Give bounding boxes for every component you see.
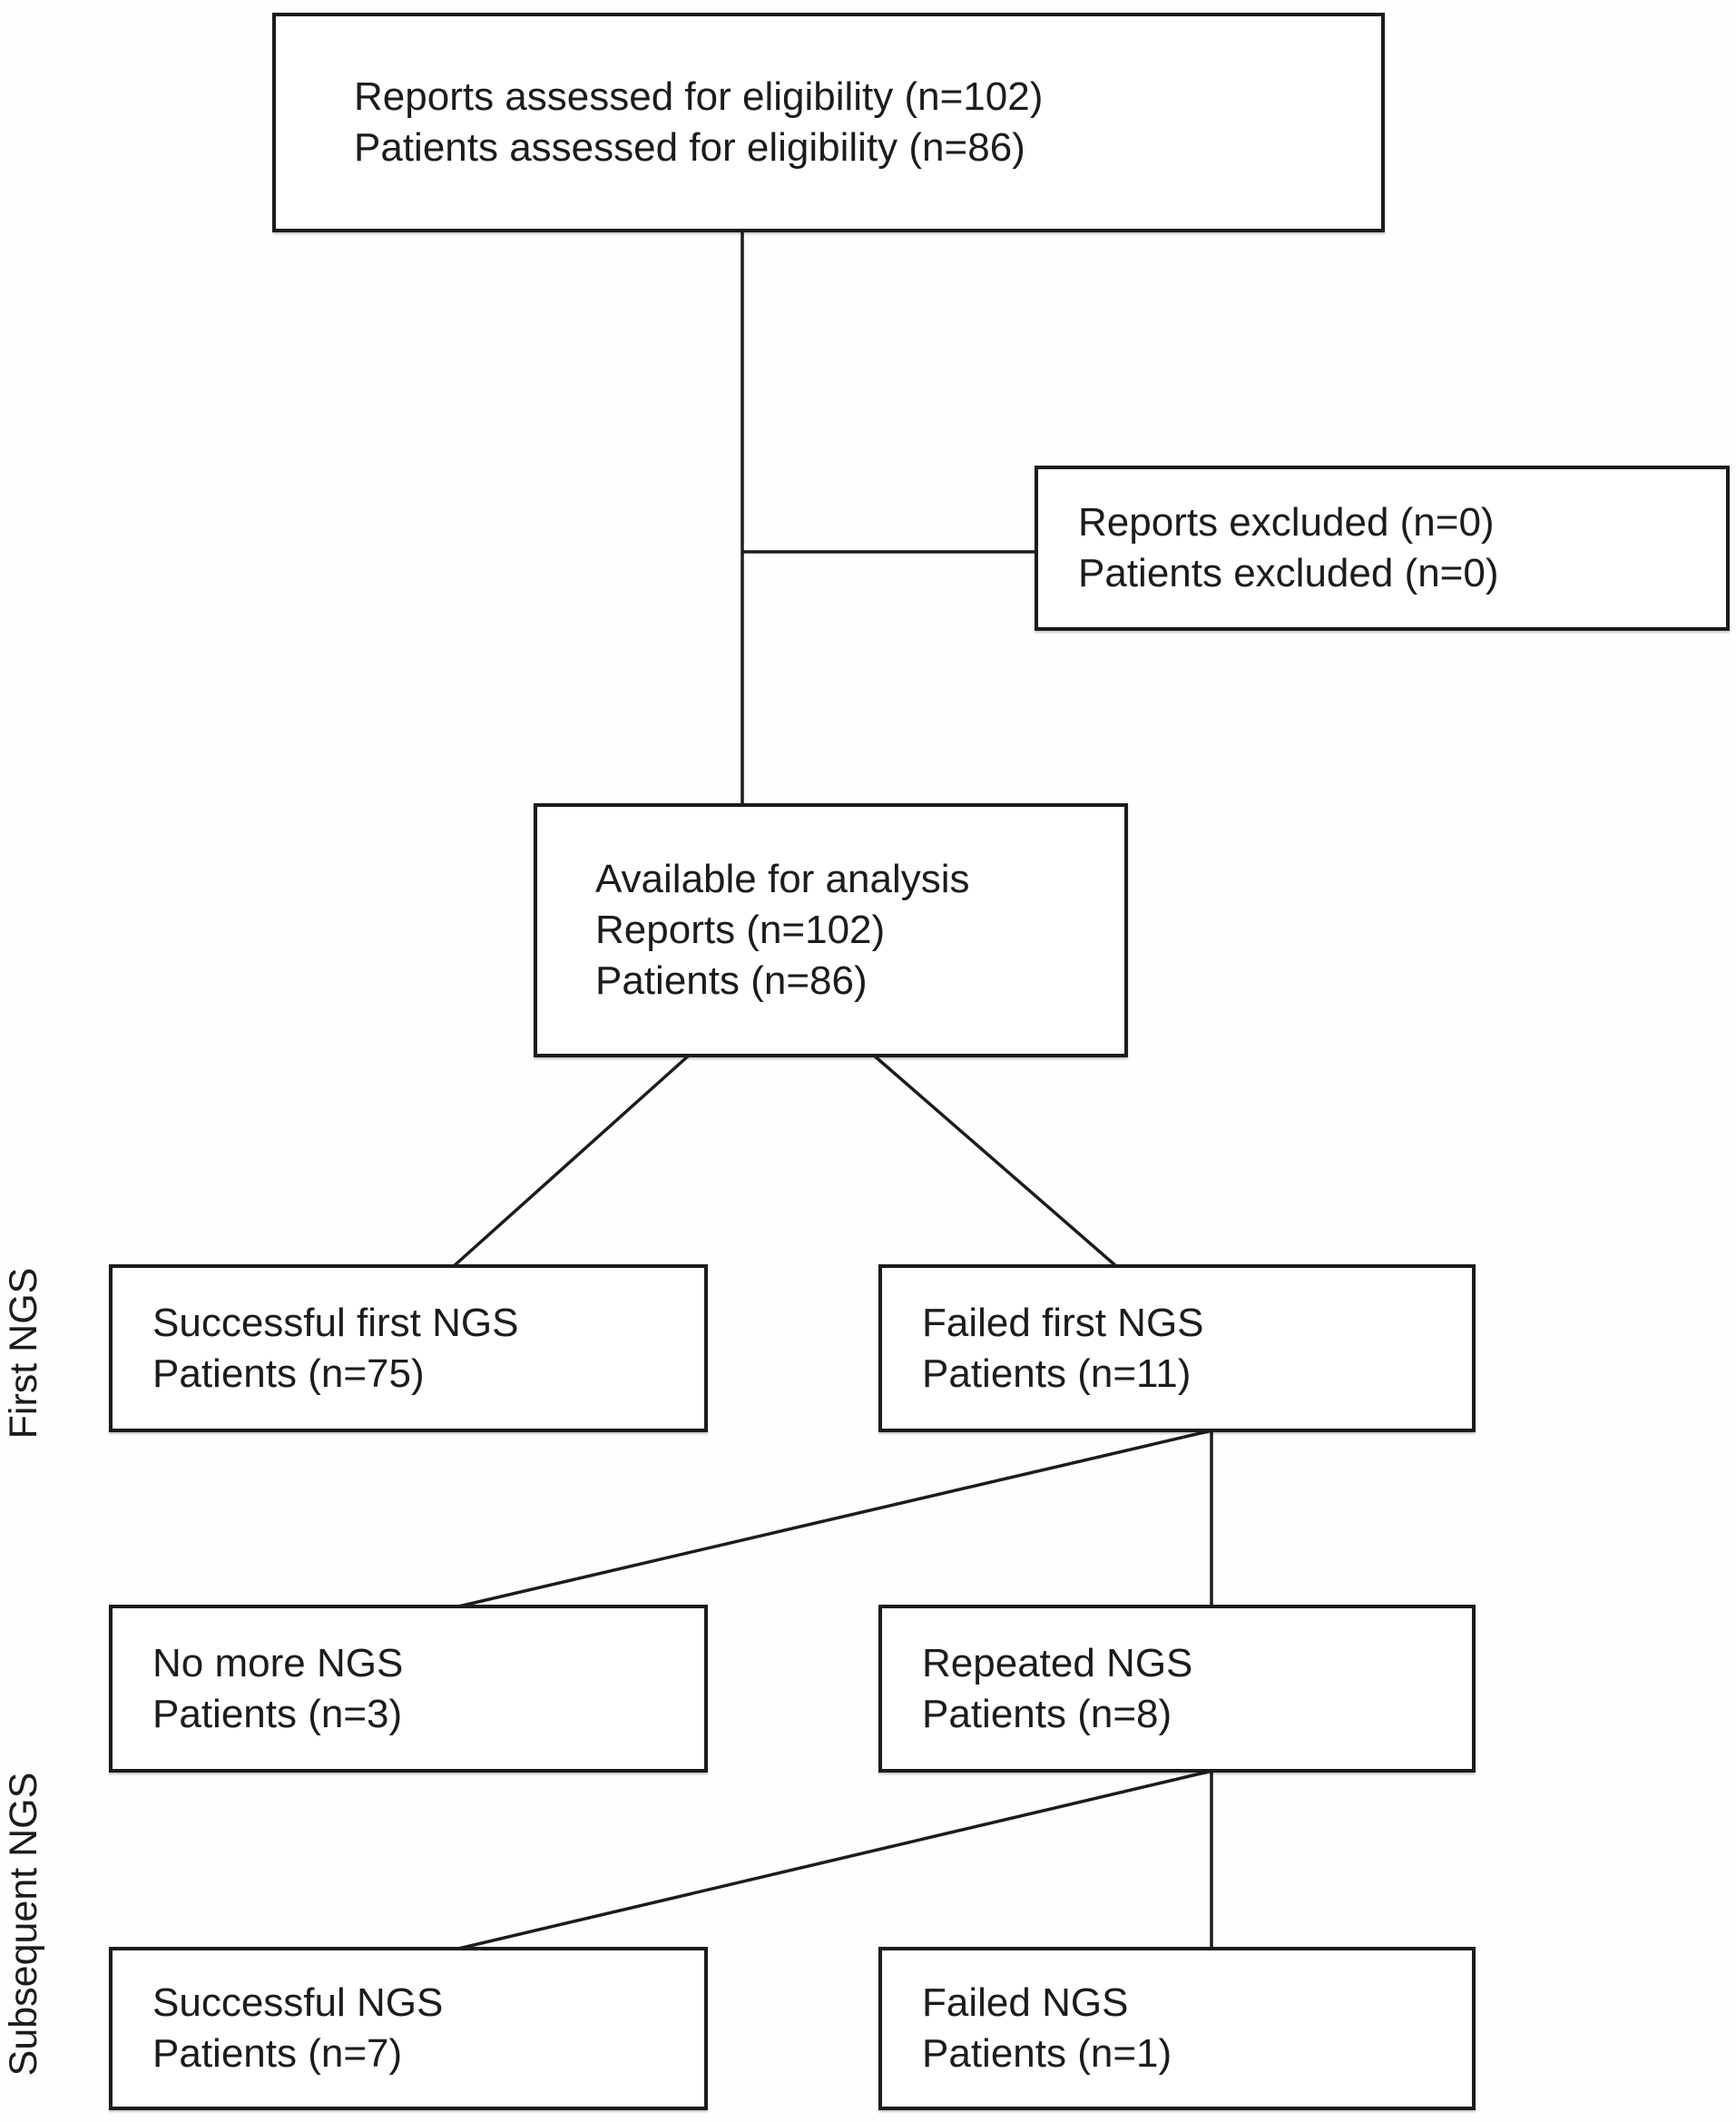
subsequent-ngs-row-label: Subsequent NGS xyxy=(1,1772,45,2077)
failed-subsequent-ngs-box: Failed NGS Patients (n=1) xyxy=(878,1947,1476,2110)
no-more-ngs-box: No more NGS Patients (n=3) xyxy=(109,1605,708,1773)
failed-first-line-title: Failed first NGS xyxy=(922,1300,1204,1345)
successful-subsequent-line-title: Successful NGS xyxy=(152,1980,444,2025)
no-more-line-patients: Patients (n=3) xyxy=(152,1691,403,1736)
failed-subsequent-line-patients: Patients (n=1) xyxy=(922,2031,1172,2076)
successful-first-line-patients: Patients (n=75) xyxy=(152,1351,425,1396)
failed-first-line-patients: Patients (n=11) xyxy=(922,1351,1192,1396)
assessed-box: Reports assessed for eligibility (n=102)… xyxy=(272,13,1385,232)
connector-repeated-to-successful xyxy=(457,1765,1229,1950)
successful-first-ngs-box: Successful first NGS Patients (n=75) xyxy=(109,1264,708,1432)
available-line-title: Available for analysis xyxy=(595,857,970,901)
failed-first-ngs-box: Failed first NGS Patients (n=11) xyxy=(878,1264,1476,1432)
no-more-line-title: No more NGS xyxy=(152,1640,404,1685)
repeated-line-patients: Patients (n=8) xyxy=(922,1691,1172,1736)
successful-subsequent-ngs-box: Successful NGS Patients (n=7) xyxy=(109,1947,708,2110)
connector-available-to-failed-first xyxy=(871,1053,1118,1268)
failed-subsequent-line-title: Failed NGS xyxy=(922,1980,1129,2025)
successful-first-line-title: Successful first NGS xyxy=(152,1300,519,1345)
repeated-line-title: Repeated NGS xyxy=(922,1640,1193,1685)
first-ngs-row-label: First NGS xyxy=(1,1267,45,1439)
available-line-reports: Reports (n=102) xyxy=(595,908,886,952)
available-box: Available for analysis Reports (n=102) P… xyxy=(534,803,1128,1057)
connector-available-to-successful-first xyxy=(452,1053,691,1268)
assessed-line-patients: Patients assessed for eligibility (n=86) xyxy=(354,125,1025,170)
available-line-patients: Patients (n=86) xyxy=(595,958,868,1003)
repeated-ngs-box: Repeated NGS Patients (n=8) xyxy=(878,1605,1476,1773)
excluded-box: Reports excluded (n=0) Patients excluded… xyxy=(1035,466,1730,631)
excluded-line-reports: Reports excluded (n=0) xyxy=(1078,500,1495,545)
excluded-line-patients: Patients excluded (n=0) xyxy=(1078,551,1499,595)
successful-subsequent-line-patients: Patients (n=7) xyxy=(152,2031,403,2076)
assessed-line-reports: Reports assessed for eligibility (n=102) xyxy=(354,74,1044,119)
connector-failed-first-to-no-more xyxy=(457,1425,1229,1608)
